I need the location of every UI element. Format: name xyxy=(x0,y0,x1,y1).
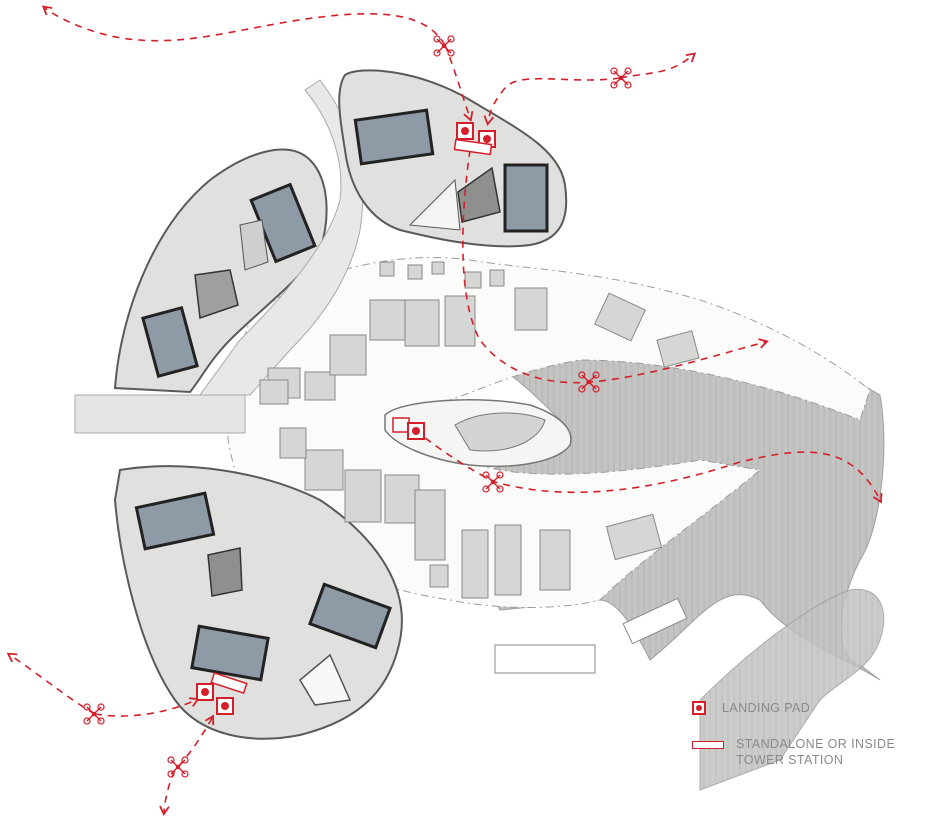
tower-n-2 xyxy=(503,163,549,233)
building-nw-4 xyxy=(239,219,269,271)
water-channel xyxy=(699,588,885,791)
building-n-3 xyxy=(457,166,501,223)
tower-station-icon-island xyxy=(392,417,410,433)
tower-sw-3 xyxy=(190,624,270,682)
route-pad-to-east xyxy=(462,149,769,384)
map-legend: LANDING PAD STANDALONE OR INSIDE TOWER S… xyxy=(692,700,932,788)
tower-sw-2 xyxy=(308,582,392,650)
legend-landing-pad: LANDING PAD xyxy=(692,700,932,716)
route-island-to-east xyxy=(414,429,883,504)
route-southwest-to-pad xyxy=(94,697,200,717)
legend-tower-station: STANDALONE OR INSIDE TOWER STATION xyxy=(692,736,932,768)
route-north-west xyxy=(41,5,446,46)
landing-pad-icon-north-1 xyxy=(456,122,474,140)
building-sw-4 xyxy=(207,547,243,597)
drone-icon-south xyxy=(167,756,189,778)
tower-sw-1 xyxy=(134,491,216,551)
tower-station-icon xyxy=(692,737,724,753)
landing-pad-icon-island xyxy=(407,422,425,440)
road-west xyxy=(74,394,246,434)
tower-station-icon-north xyxy=(453,138,493,156)
legend-station-line-2: TOWER STATION xyxy=(736,753,844,767)
building-sw-5 xyxy=(299,653,352,706)
tower-nw-2 xyxy=(141,306,199,378)
tower-station-icon-southwest xyxy=(210,672,248,694)
route-southwest-west xyxy=(6,652,96,715)
drone-icon-southwest xyxy=(83,703,105,725)
landing-pad-icon-southwest-1 xyxy=(196,683,214,701)
route-south xyxy=(159,714,215,817)
route-north-to-pad xyxy=(444,44,474,122)
drone-icon-north xyxy=(433,35,455,57)
landing-pad-icon-southwest-2 xyxy=(216,697,234,715)
building-n-4 xyxy=(408,178,461,231)
route-northeast xyxy=(619,52,697,79)
building-nw-3 xyxy=(194,269,239,320)
route-east-to-pad xyxy=(483,77,621,126)
legend-station-line-1: STANDALONE OR INSIDE xyxy=(736,737,896,751)
drone-routes xyxy=(6,5,883,817)
small-buildings xyxy=(259,261,700,674)
legend-landing-pad-label: LANDING PAD xyxy=(722,701,811,715)
island-boat xyxy=(454,412,546,452)
legend-tower-station-label: STANDALONE OR INSIDE TOWER STATION xyxy=(736,736,895,768)
tower-n-1 xyxy=(353,108,435,166)
landing-pad-icon xyxy=(692,701,708,717)
